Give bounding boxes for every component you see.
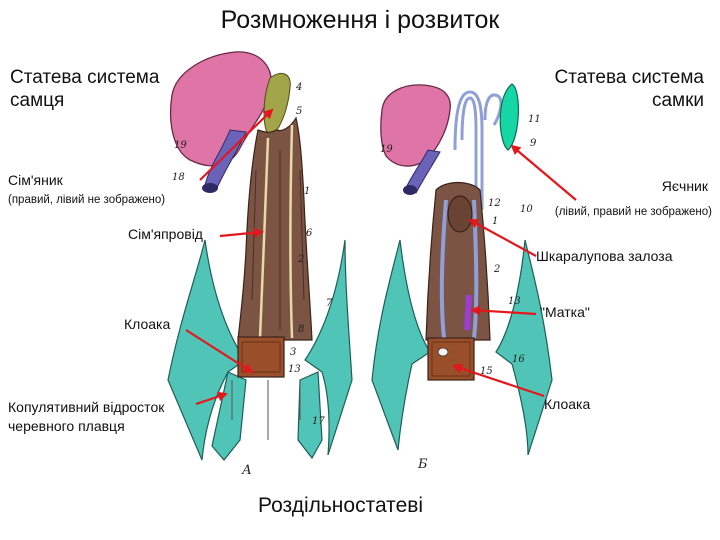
female-heading-line2: самки	[651, 90, 704, 111]
arrow-testis	[199, 108, 274, 181]
label-vas-deferens: Сім'япровід	[128, 226, 203, 242]
male-liver	[169, 51, 272, 167]
male-ducts-lower	[231, 380, 301, 440]
female-cloaca	[427, 337, 475, 381]
female-num-15: 15	[480, 366, 493, 377]
female-num-19: 19	[380, 144, 393, 155]
arrow-male-cloaca	[185, 329, 254, 374]
male-vas-deferens-line-1	[258, 137, 270, 339]
female-figure: 11 9 19 12 10 1 2 13 16 15 Б	[371, 83, 577, 472]
male-pelvic-fin-right	[304, 239, 353, 456]
female-num-13: 13	[508, 296, 521, 307]
label-copulatory-line2: черевного плавця	[8, 418, 125, 434]
male-kidney-tract	[237, 116, 313, 341]
label-female-cloaca: Клоака	[544, 396, 591, 412]
male-num-18: 18	[172, 172, 185, 183]
arrow-female-cloaca	[452, 363, 545, 398]
male-heading: Статева система самця	[10, 66, 159, 112]
female-heading: Статева система самки	[555, 66, 704, 112]
female-uterus	[464, 295, 472, 330]
female-num-12: 12	[488, 198, 501, 209]
male-num-13: 13	[288, 364, 301, 375]
female-figure-letter: Б	[417, 457, 428, 472]
female-num-1: 1	[492, 216, 498, 227]
page-title: Розмноження і розвиток	[220, 6, 500, 34]
male-num-17: 17	[312, 416, 325, 427]
arrow-shell-gland	[468, 219, 537, 257]
label-copulatory-process: Копулятивний відросток черевного плавця	[8, 398, 164, 436]
female-num-16: 16	[512, 354, 525, 365]
label-male-cloaca: Клоака	[124, 316, 171, 332]
arrow-vas-deferens	[219, 227, 264, 238]
male-num-4: 4	[295, 82, 302, 93]
female-duct-1	[439, 199, 448, 339]
male-clasper-left	[211, 371, 247, 461]
male-cloaca	[237, 336, 285, 378]
arrow-ovary	[510, 144, 577, 201]
female-liver	[380, 84, 451, 167]
female-duct-2	[472, 199, 479, 339]
male-figure-letter: А	[241, 463, 252, 478]
male-num-3: 3	[290, 347, 296, 358]
male-num-1: 1	[304, 186, 310, 197]
arrow-copulatory	[195, 391, 228, 406]
female-vein-end	[403, 185, 417, 195]
male-num-5: 5	[296, 106, 302, 117]
male-vas-deferens-line-2	[289, 124, 294, 339]
label-ovary: Яєчник	[661, 178, 708, 194]
male-heading-line1: Статева система	[10, 67, 160, 88]
male-num-7: 7	[326, 298, 333, 309]
arrow-uterus	[470, 305, 537, 316]
female-pelvic-fin-left	[371, 239, 431, 451]
female-oviduct-loop	[453, 90, 484, 210]
male-num-2: 2	[297, 254, 304, 265]
male-num-6: 6	[306, 228, 313, 239]
label-testis-note: (правий, лівий не зображено)	[8, 194, 166, 206]
female-pelvic-fin-right	[495, 239, 553, 456]
label-ovary-note: (лівий, правий не зображено)	[554, 206, 712, 218]
female-num-11: 11	[528, 114, 541, 125]
male-heading-line2: самця	[10, 90, 65, 111]
male-num-8: 8	[298, 324, 304, 335]
male-pelvic-fin-left	[167, 239, 246, 461]
female-num-9: 9	[530, 138, 537, 149]
male-vein-end	[202, 183, 218, 193]
male-num-19: 19	[174, 140, 187, 151]
female-heading-line1: Статева система	[554, 67, 704, 88]
label-testis: Сім'яник	[8, 172, 63, 188]
female-shell-gland	[447, 195, 473, 233]
female-vein	[405, 149, 441, 194]
female-ovary	[499, 83, 519, 151]
female-num-10: 10	[520, 204, 533, 215]
female-oviduct-loop-2	[483, 93, 503, 126]
male-clasper-right	[297, 371, 323, 460]
male-figure: 4 5 19 18 1 6 2 7 8 3 13 17 А	[167, 51, 353, 478]
caption-dioecious: Роздільностатеві	[258, 494, 424, 517]
label-uterus: "Матка"	[540, 304, 590, 320]
female-cloaca-opening	[437, 347, 449, 357]
label-copulatory-line1: Копулятивний відросток	[8, 399, 165, 415]
female-num-2: 2	[493, 264, 500, 275]
label-shell-gland: Шкаралупова залоза	[536, 248, 673, 264]
